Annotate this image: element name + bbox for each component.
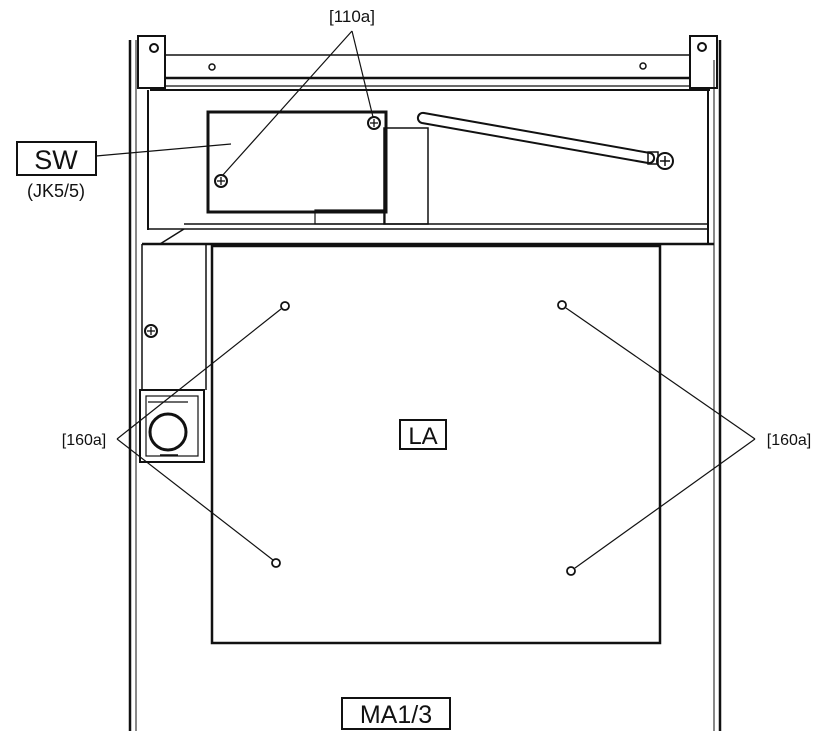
left-side-panel xyxy=(141,244,207,390)
la-board xyxy=(210,244,662,645)
screw-ref-left-label: [160a] xyxy=(62,432,106,449)
la-label-box xyxy=(399,419,447,450)
ma-label-box xyxy=(341,697,451,730)
sw-screw-upper-right xyxy=(367,116,381,130)
chassis-frame xyxy=(128,40,722,731)
la-board-label: LA xyxy=(408,423,437,450)
sw-screw-lower-left xyxy=(214,174,228,188)
screw-ref-right-label: [160a] xyxy=(767,432,811,449)
support-rod xyxy=(416,111,659,165)
lamp-socket xyxy=(139,389,205,463)
top-bracket xyxy=(137,35,718,91)
la-mount-hole-bottom-right xyxy=(566,566,576,576)
rod-screw xyxy=(656,152,674,170)
upper-compartment xyxy=(142,90,714,246)
sw-label-box xyxy=(16,141,97,176)
sw-module-label: SW xyxy=(34,145,78,175)
sw-module xyxy=(206,110,429,225)
sw-connector-label: (JK5/5) xyxy=(27,181,85,201)
screw-ref-top-label: [110a] xyxy=(329,7,375,26)
la-mount-hole-top-right xyxy=(557,300,567,310)
la-mount-hole-top-left xyxy=(280,301,290,311)
la-mount-hole-bottom-left xyxy=(271,558,281,568)
leader-lines xyxy=(95,30,756,569)
side-panel-screw xyxy=(144,324,158,338)
ma-board-label: MA1/3 xyxy=(360,701,432,729)
